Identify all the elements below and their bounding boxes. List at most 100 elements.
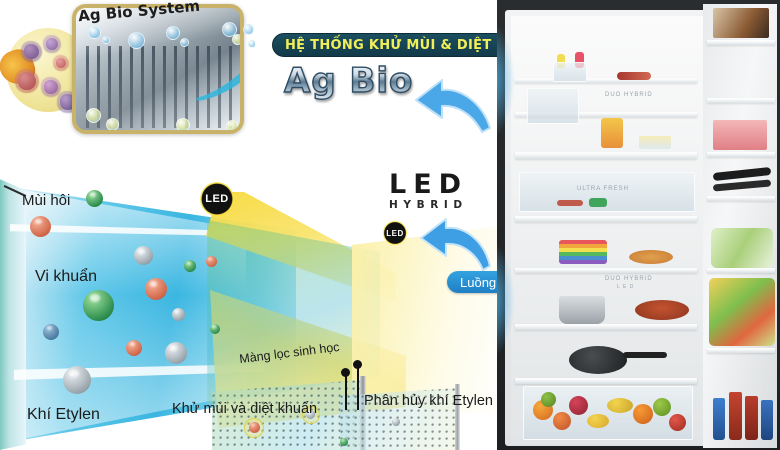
led-badge-secondary: LED (383, 221, 407, 245)
fridge-fruit (541, 392, 556, 407)
fridge-item-rainbow-cake (559, 240, 607, 264)
label-bacteria: Vi khuẩn (35, 268, 97, 285)
fridge-fruit (669, 414, 686, 431)
fridge-fruit (633, 404, 653, 424)
fridge-glow-accent (497, 240, 515, 360)
airflow-diagram (0, 168, 500, 450)
bubble (106, 118, 119, 130)
fridge-door-shelf (707, 152, 775, 157)
bubble (88, 26, 101, 39)
fridge-item (557, 200, 583, 206)
fridge-shelf (515, 216, 697, 222)
particle-bacteria (210, 324, 220, 334)
fridge-label-duo-hybrid: DUO HYBRID (605, 276, 653, 282)
fridge-label-duo-hybrid-top: DUO HYBRID (605, 92, 653, 98)
ag-bio-system-panel (72, 4, 244, 134)
fridge-door-item-meat (713, 120, 767, 150)
fridge-fruit (569, 396, 588, 415)
leader-dot-deodorize (341, 368, 350, 377)
label-odor: Mùi hôi (22, 192, 71, 209)
fridge-door-produce (709, 278, 775, 346)
particle-ethylene (63, 366, 91, 394)
fridge-item (589, 198, 607, 207)
fridge-item-pan-handle (623, 352, 667, 358)
particle-odor (145, 278, 167, 300)
particle-odor (249, 422, 260, 433)
label-decompose: Phân hủy khí Etylen (364, 393, 493, 409)
airflow-arrow-up-icon (196, 73, 240, 101)
fridge-item (575, 52, 584, 68)
led-badge-label: LED (205, 193, 229, 205)
germ-shape (44, 80, 58, 94)
airflow-left-edge (0, 179, 26, 450)
ag-bio-wordmark: Ag Bio (283, 60, 414, 101)
germ-shape (24, 44, 39, 59)
fridge-item-chicken (635, 300, 689, 320)
particle-ethylene (306, 410, 315, 419)
particle-bacteria (86, 190, 103, 207)
fridge-item-tub (639, 136, 671, 149)
filter-reaction-halo (302, 406, 320, 424)
bubble (166, 26, 180, 40)
fridge-label-duo-hybrid-sub: L E D (617, 284, 635, 290)
label-ethylene: Khí Etylen (27, 406, 100, 423)
fridge-door-shelf (707, 348, 775, 353)
particle-ethylene (165, 342, 187, 364)
bubble (102, 36, 110, 44)
filter-reaction-zone (207, 220, 380, 404)
fridge-door-shelf (707, 40, 775, 45)
germ-shape (46, 38, 58, 50)
led-hybrid-line2: HYBRID (389, 199, 468, 211)
bubble (180, 38, 189, 47)
particle-odor (126, 340, 142, 356)
bubble (248, 40, 256, 48)
particle-bacteria (340, 438, 348, 446)
fridge-shelf (515, 324, 697, 330)
leader-dot-decompose (353, 360, 362, 369)
fridge-door-vegetables (711, 228, 773, 268)
bubble (222, 22, 237, 37)
particle-odor (206, 256, 217, 267)
bubble (243, 24, 254, 35)
fridge-dispenser-unit (527, 88, 579, 124)
bubble (176, 118, 190, 130)
label-deodorize: Khử mùi và diệt khuẩn (172, 401, 318, 417)
fridge-item-meat (617, 72, 651, 80)
fridge-fruit-banana (607, 398, 633, 413)
fridge-ultra-fresh-drawer (519, 172, 695, 212)
particle-ethylene (43, 324, 59, 340)
refrigerator-photo: DUO HYBRID ULTRA FRESH DUO HYBRID L E D (497, 0, 780, 450)
fridge-shelf (515, 268, 697, 273)
leader-line-decompose (357, 366, 359, 410)
fridge-shelf (515, 378, 697, 384)
callout-arrow-upper-icon (415, 79, 491, 133)
fridge-shelf (515, 78, 697, 83)
fridge-door-item (713, 8, 769, 38)
fridge-fruit (653, 398, 671, 416)
germ-shape (56, 58, 66, 68)
bubble (232, 34, 240, 45)
particle-ethylene (134, 246, 153, 265)
fridge-door-bottle (713, 398, 725, 440)
fridge-label-ultra-fresh: ULTRA FRESH (577, 186, 629, 192)
particle-odor (30, 216, 51, 237)
fridge-item-pot (559, 296, 605, 324)
panel-sheen (76, 8, 240, 130)
fridge-door-bottle (761, 400, 773, 440)
fridge-door-shelf (707, 268, 775, 273)
fridge-fruit (587, 414, 609, 428)
fridge-door (703, 4, 777, 448)
led-hybrid-logo: LED HYBRID (389, 171, 468, 211)
fridge-item-pan (569, 346, 627, 374)
particle-bacteria (184, 260, 196, 272)
bubble (128, 32, 145, 49)
fridge-item-container (553, 62, 587, 82)
particle-ethylene (172, 308, 185, 321)
fridge-shelf (515, 112, 697, 117)
fridge-item-plate (629, 250, 673, 264)
fridge-shelf (515, 152, 697, 159)
germ-shape (18, 72, 36, 90)
callout-arrow-lower-icon (420, 218, 491, 271)
fridge-door-bottle (729, 392, 742, 440)
